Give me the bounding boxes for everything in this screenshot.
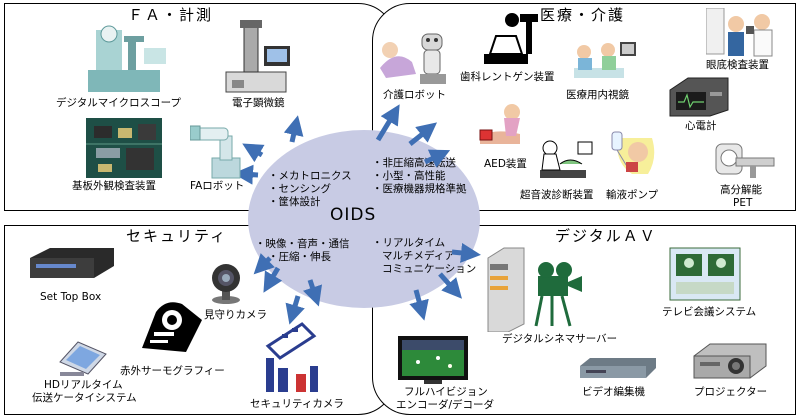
- av-label-encoder-decoder: エンコーダ/デコーダ: [396, 399, 495, 411]
- security-label-security-camera: セキュリティカメラ: [250, 398, 344, 410]
- fa-section-title: ＦＡ・計測: [128, 6, 214, 24]
- medical-label-high-resolution: 高分解能: [720, 184, 762, 196]
- cinema-server-icon: [487, 247, 582, 332]
- arrow-to-cinema-server: [451, 242, 481, 263]
- hub-security-feature-1: ・映像・音声・通信: [255, 238, 350, 250]
- fa-label-digital-microscope: デジタルマイクロスコープ: [56, 97, 181, 109]
- arrow-to-electron-microscope: [283, 115, 304, 143]
- full-hd-encoder-icon: [398, 336, 468, 384]
- hub-av-feature-3: コミュニケーション: [382, 263, 477, 275]
- medical-label-aed: AED装置: [484, 158, 527, 170]
- hd-mobile-transmission-icon: [59, 341, 107, 376]
- security-label-hd-realtime: HDリアルタイム: [44, 379, 123, 391]
- arrow-to-encoder: [409, 289, 429, 321]
- medical-label-dental-xray: 歯科レントゲン装置: [460, 71, 555, 83]
- hub-av-feature-1: ・リアルタイム: [372, 237, 446, 249]
- endoscope-icon: [574, 42, 636, 78]
- infusion-pump-icon: [611, 131, 655, 174]
- pet-scanner-icon: [715, 143, 775, 178]
- dental-xray-icon: [484, 13, 538, 64]
- security-label-set-top-box: Set Top Box: [40, 291, 102, 303]
- security-label-thermography: 赤外サーモグラフィー: [120, 365, 225, 377]
- aed-icon: [479, 104, 520, 144]
- av-label-projector: プロジェクター: [694, 386, 768, 398]
- medical-label-infusion-pump: 輸液ポンプ: [606, 189, 659, 201]
- ecg-icon: [669, 77, 729, 117]
- medical-section-title: 医療・介護: [540, 6, 626, 24]
- watch-camera-icon: [212, 264, 240, 304]
- projector-icon: [693, 343, 767, 379]
- medical-label-fundus-exam: 眼底検査装置: [706, 59, 769, 71]
- ultrasound-icon: [540, 140, 593, 178]
- security-section-title: セキュリティ: [126, 227, 228, 245]
- board-inspection-icon: [86, 118, 162, 178]
- arrow-to-ecg: [408, 122, 438, 146]
- arrow-to-security-camera: [303, 279, 323, 307]
- security-camera-icon: [265, 322, 318, 392]
- set-top-box-icon: [30, 248, 114, 278]
- hub-fa-feature-2: ・センシング: [268, 183, 331, 195]
- arrow-to-fa-robot-upper: [242, 143, 265, 163]
- arrow-to-cinema-server-2: [438, 272, 462, 299]
- oids-title: OIDS: [330, 205, 377, 225]
- medical-label-ecg: 心電計: [685, 120, 717, 132]
- hub-medical-feature-3: ・医療機器規格準拠: [372, 183, 467, 195]
- electron-microscope-icon: [225, 20, 290, 93]
- arrow-to-aed: [423, 149, 451, 168]
- av-label-video-conference: テレビ会議システム: [662, 306, 757, 318]
- av-label-full-hd: フルハイビジョン: [404, 386, 488, 398]
- medical-label-endoscope: 医療用内視鏡: [566, 89, 629, 101]
- medical-label-care-robot: 介護ロボット: [383, 89, 446, 101]
- hub-av-feature-2: マルチメディア: [382, 250, 455, 262]
- arrow-to-watch-camera: [263, 266, 283, 293]
- av-section-title: デジタルＡＶ: [555, 227, 657, 245]
- hub-medical-feature-2: ・小型・高性能: [372, 170, 446, 182]
- thermography-icon: [142, 302, 202, 352]
- digital-microscope-icon: [88, 25, 166, 92]
- arrow-to-set-top-box: [253, 253, 275, 275]
- av-label-video-editor: ビデオ編集機: [582, 386, 645, 398]
- arrow-to-care-robot: [375, 104, 400, 142]
- hub-security-feature-2: ・圧縮・伸長: [268, 251, 331, 263]
- video-conference-icon: [669, 247, 741, 301]
- av-label-cinema-server: デジタルシネマサーバー: [502, 333, 618, 345]
- security-label-watch-camera: 見守りカメラ: [204, 309, 267, 321]
- hub-fa-feature-3: ・筐体設計: [268, 196, 321, 208]
- video-editor-icon: [580, 358, 656, 378]
- medical-label-pet: PET: [733, 197, 753, 209]
- fundus-camera-icon: [706, 8, 773, 57]
- fa-label-fa-robot: FAロボット: [190, 180, 245, 192]
- arrow-to-fa-robot: [233, 164, 259, 185]
- care-robot-icon: [380, 33, 446, 84]
- arrow-to-security-camera-2: [285, 295, 305, 325]
- hub-fa-feature-1: ・メカトロニクス: [268, 170, 352, 182]
- fa-label-board-inspection: 基板外観検査装置: [72, 180, 156, 192]
- security-label-mobile-transmission: 伝送ケータイシステム: [32, 392, 137, 404]
- fa-robot-icon: [190, 125, 241, 179]
- fa-label-electron-microscope: 電子顕微鏡: [232, 97, 285, 109]
- medical-label-ultrasound: 超音波診断装置: [520, 189, 594, 201]
